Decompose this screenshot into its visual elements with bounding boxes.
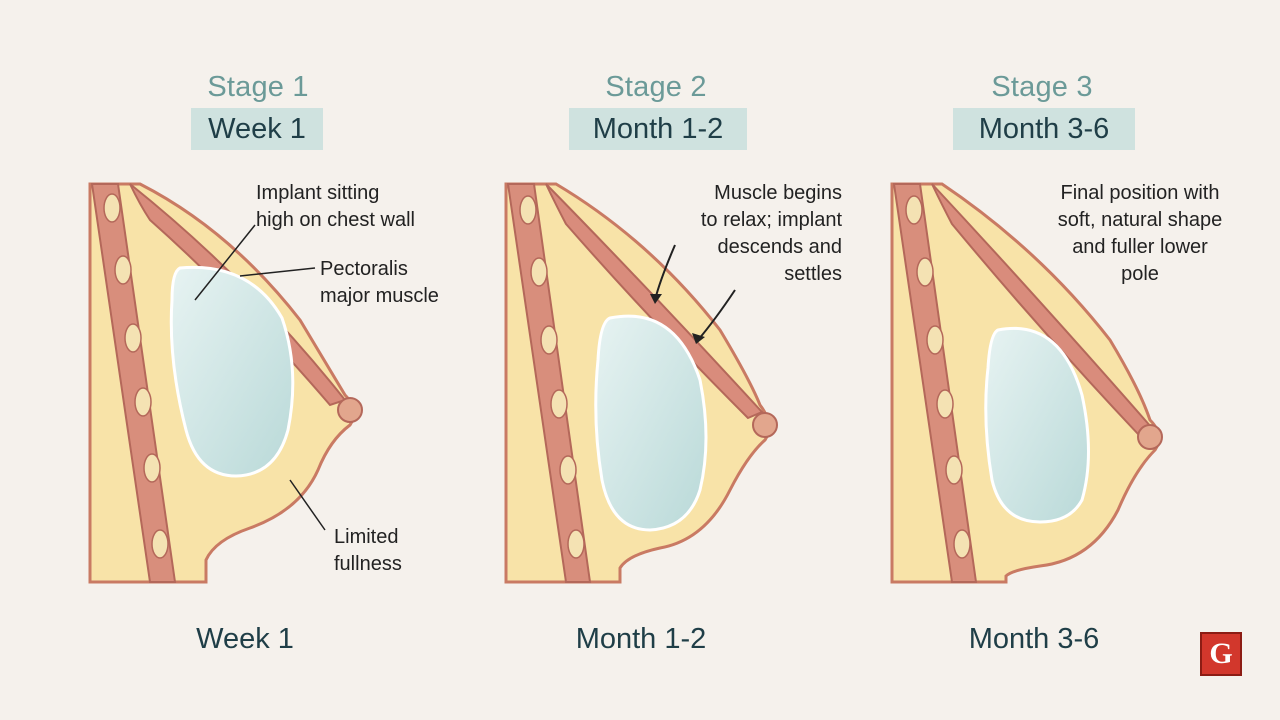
stage-3-ribs — [905, 195, 971, 559]
stage-1-annotation-implant: Implant sitting high on chest wall — [256, 182, 415, 231]
stage-2-ribs — [519, 195, 585, 559]
stage-3-annotation: Final position with soft, natural shape … — [1057, 182, 1223, 285]
stage-1-rib-band — [90, 183, 177, 583]
stage-1-period-box: Week 1 — [191, 108, 323, 150]
stage-1-annotation-muscle: Pectoralis major muscle — [320, 258, 439, 307]
stage-1-bottom-label: Week 1 — [196, 623, 294, 655]
stage-3-implant — [984, 326, 1090, 524]
stage-2-implant — [594, 314, 708, 532]
brand-logo: G — [1200, 632, 1242, 676]
stage-2-bottom-label: Month 1-2 — [575, 623, 707, 655]
stage-3-nipple — [1137, 424, 1163, 450]
stage-3-bottom-label: Month 3-6 — [968, 623, 1100, 655]
stage-2-period-box: Month 1-2 — [569, 108, 747, 150]
stage-1-ribs — [103, 193, 169, 559]
stage-3-period-box: Month 3-6 — [953, 108, 1135, 150]
stage-1-implant — [169, 265, 295, 478]
stage-1-annotation-fullness: Limited fullness — [334, 526, 402, 575]
stage-1-anatomy — [88, 182, 363, 584]
stage-3-anatomy — [890, 182, 1163, 584]
stage-3-title: Stage 3 — [991, 71, 1093, 103]
stage-2-nipple — [752, 412, 778, 438]
stage-3-muscle — [931, 183, 1154, 436]
stage-1-title: Stage 1 — [207, 71, 309, 103]
stage-2-anatomy — [504, 182, 778, 584]
stage-1-leader-implant — [194, 224, 256, 301]
stage-1-leader-muscle — [239, 267, 316, 277]
stage-1-nipple — [337, 397, 363, 423]
stage-1-leader-fullness — [289, 479, 326, 531]
stage-2-annotation: Muscle begins to relax; implant descends… — [700, 182, 842, 285]
stage-2-title: Stage 2 — [605, 71, 707, 103]
